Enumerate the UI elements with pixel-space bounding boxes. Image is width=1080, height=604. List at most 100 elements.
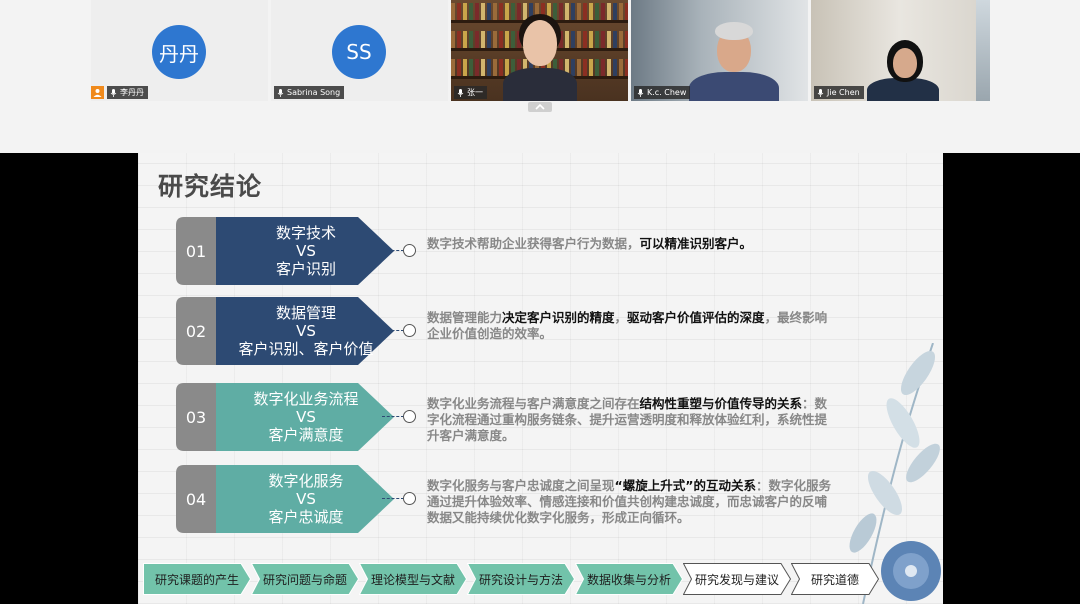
row-arrow-shape bbox=[176, 297, 394, 365]
process-step-shape bbox=[791, 563, 879, 595]
row-label-line: 客户识别 bbox=[275, 260, 336, 278]
row-label-line: 客户识别、客户价值 bbox=[238, 340, 374, 358]
mic-icon bbox=[457, 88, 464, 97]
process-step-label: 研究设计与方法 bbox=[478, 572, 563, 587]
mic-icon bbox=[817, 88, 824, 97]
participant-name: Sabrina Song bbox=[287, 88, 341, 97]
process-step: 数据收集与分析 bbox=[575, 563, 683, 595]
participant-name: K.c. Chew bbox=[647, 88, 687, 97]
process-step-shape bbox=[359, 563, 467, 595]
participant-name: 李丹丹 bbox=[120, 88, 144, 97]
row-description-segment: 数字技术帮助企业获得客户行为数据， bbox=[427, 236, 640, 251]
row-label-line: VS bbox=[296, 242, 316, 260]
row-description: 数字化服务与客户忠诚度之间呈现“螺旋上升式”的互动关系：数字化服务通过提升体验效… bbox=[427, 478, 837, 526]
participant-name-tag: 李丹丹 bbox=[91, 86, 148, 99]
row-connector bbox=[382, 498, 404, 499]
collapse-gallery-button[interactable] bbox=[528, 102, 552, 112]
row-label-line: 数据管理 bbox=[275, 304, 336, 322]
row-description: 数字技术帮助企业获得客户行为数据，可以精准识别客户。 bbox=[427, 236, 837, 252]
row-connector bbox=[382, 416, 404, 417]
process-step-shape bbox=[575, 563, 683, 595]
mic-icon bbox=[277, 88, 284, 97]
row-label-line: VS bbox=[296, 322, 316, 340]
participant-name-tag: Jie Chen bbox=[814, 86, 864, 99]
participant-name-tag: 张一 bbox=[454, 86, 487, 99]
user-icon bbox=[91, 86, 104, 99]
participant-name-tag: K.c. Chew bbox=[634, 86, 691, 99]
participant-gallery: 丹丹李丹丹 SS Sabrina Song 张一 K.c. Chew Jie Chen bbox=[0, 0, 1080, 153]
row-description-segment: 决定客户识别的精度 bbox=[502, 310, 615, 325]
leaf-decoration bbox=[849, 343, 941, 604]
row-number: 03 bbox=[185, 407, 207, 427]
row-description: 数字化业务流程与客户满意度之间存在结构性重塑与价值传导的关系：数字化流程通过重构… bbox=[427, 396, 837, 444]
row-arrow-shape bbox=[176, 217, 394, 285]
row-connector bbox=[382, 250, 404, 251]
process-step: 理论模型与文献 bbox=[359, 563, 467, 595]
row-label-line: 数字化业务流程 bbox=[253, 390, 359, 408]
row-label-line: 客户忠诚度 bbox=[268, 508, 344, 526]
row-description-segment: 数字化业务流程与客户满意度之间存在 bbox=[427, 396, 640, 411]
row-label-line: 数字化服务 bbox=[268, 472, 344, 490]
row-number: 01 bbox=[185, 241, 207, 261]
participant-name-tag: Sabrina Song bbox=[274, 86, 345, 99]
row-description-segment: ，最终影响企业价值创造的效率。 bbox=[427, 310, 828, 341]
participant-name: Jie Chen bbox=[827, 88, 860, 97]
row-node bbox=[403, 324, 416, 337]
process-step-label: 研究课题的产生 bbox=[154, 572, 239, 587]
row-label-line: 数字技术 bbox=[275, 224, 336, 242]
gallery-edge bbox=[976, 0, 990, 101]
process-step: 研究课题的产生 bbox=[143, 563, 251, 595]
row-label-line: VS bbox=[296, 490, 316, 508]
row-description-segment: 数据管理能力 bbox=[427, 310, 503, 325]
participant-video bbox=[811, 0, 988, 101]
process-step: 研究问题与命题 bbox=[251, 563, 359, 595]
row-node bbox=[403, 492, 416, 505]
participant-avatar: 丹丹 bbox=[152, 25, 206, 79]
row-description-segment: 结构性重塑与价值传导的关系 bbox=[639, 396, 803, 411]
process-step-label: 研究发现与建议 bbox=[694, 572, 779, 587]
process-step-label: 研究问题与命题 bbox=[262, 572, 347, 587]
process-step: 研究道德 bbox=[791, 563, 879, 595]
process-step-shape bbox=[251, 563, 359, 595]
participant-tile[interactable]: Jie Chen bbox=[811, 0, 988, 101]
participant-tile[interactable]: 张一 bbox=[451, 0, 628, 101]
row-label-line: 客户满意度 bbox=[268, 426, 344, 444]
process-step-label: 理论模型与文献 bbox=[370, 572, 455, 587]
participant-video bbox=[451, 0, 628, 101]
process-step-shape bbox=[683, 563, 791, 595]
process-step-shape bbox=[143, 563, 251, 595]
row-description-segment: 驱动客户价值评估的深度 bbox=[627, 310, 765, 325]
row-description: 数据管理能力决定客户识别的精度，驱动客户价值评估的深度，最终影响企业价值创造的效… bbox=[427, 310, 837, 342]
row-number: 04 bbox=[185, 489, 207, 509]
process-step: 研究发现与建议 bbox=[683, 563, 791, 595]
process-step-label: 数据收集与分析 bbox=[586, 572, 671, 587]
row-node bbox=[403, 244, 416, 257]
row-description-segment: ， bbox=[614, 310, 628, 325]
row-node bbox=[403, 410, 416, 423]
mic-icon bbox=[110, 88, 117, 97]
participant-avatar: SS bbox=[332, 25, 386, 79]
row-description-segment: 数字化服务与客户忠诚度之间呈现 bbox=[427, 478, 615, 493]
row-description-segment: ：数字化流程通过重构服务链条、提升运营透明度和释放体验红利，系统性提升客户满意度… bbox=[427, 396, 828, 443]
process-step-label: 研究道德 bbox=[810, 572, 859, 587]
process-step: 研究设计与方法 bbox=[467, 563, 575, 595]
row-description-segment: 可以精准识别客户。 bbox=[639, 236, 753, 251]
row-description-segment: “螺旋上升式”的互动关系 bbox=[614, 478, 756, 493]
row-description-segment: ：数字化服务通过提升体验效率、情感连接和价值共创构建忠诚度，而忠诚客户的反哺数据… bbox=[427, 478, 831, 525]
row-number: 02 bbox=[185, 321, 207, 341]
participant-tile[interactable]: 丹丹李丹丹 bbox=[91, 0, 268, 101]
chevron-up-icon bbox=[535, 104, 545, 110]
participant-tile[interactable]: K.c. Chew bbox=[631, 0, 808, 101]
row-arrow-shape bbox=[176, 465, 394, 533]
participant-tile[interactable]: SS Sabrina Song bbox=[271, 0, 448, 101]
